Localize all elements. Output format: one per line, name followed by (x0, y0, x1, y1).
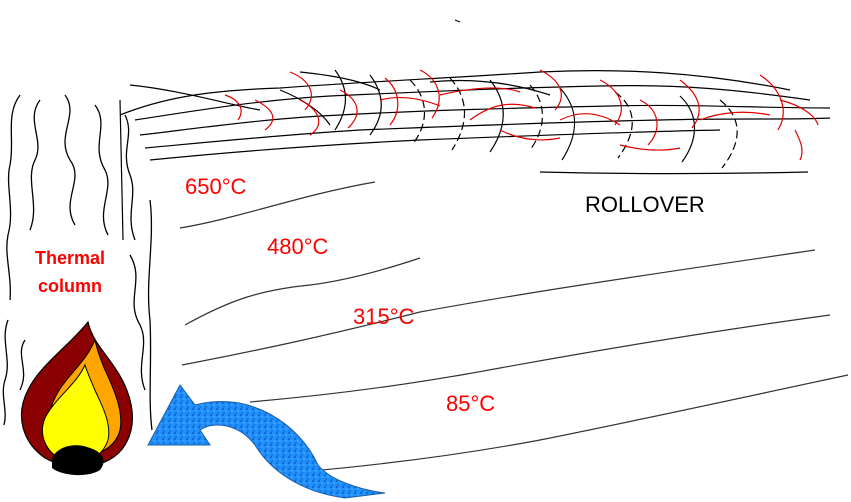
rollover-label: ROLLOVER (585, 192, 705, 217)
temp-label-315: 315°C (353, 304, 415, 329)
airflow-arrow-icon (147, 384, 386, 499)
temp-label-650: 650°C (185, 174, 247, 199)
flame-icon (20, 320, 133, 476)
temp-label-480: 480°C (267, 234, 329, 259)
rollover-red-strokes (224, 69, 819, 161)
thermal-column-label-line2: column (38, 276, 102, 296)
thermal-column-label-line1: Thermal (35, 248, 105, 268)
temp-label-85: 85°C (446, 391, 495, 416)
thermal-column-lines (2, 94, 153, 431)
temperature-layer-lines (179, 181, 849, 473)
rollover-black-strokes (119, 19, 831, 241)
